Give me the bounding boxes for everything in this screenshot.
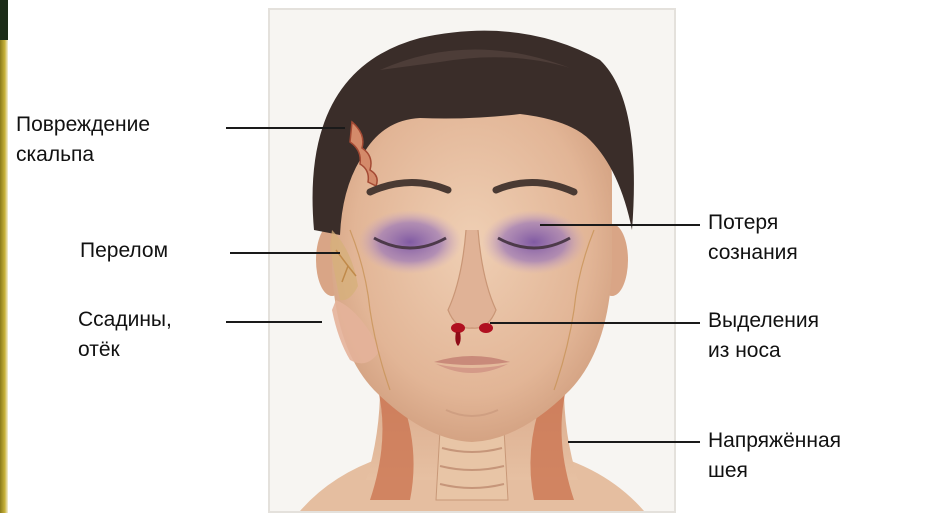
label-abrasions-swelling: Ссадины, отёк	[78, 305, 172, 365]
label-abrasions-line-2: отёк	[78, 335, 172, 365]
label-stiff-neck: Напряжённая шея	[708, 426, 841, 486]
label-scalp-injury-line-1: Повреждение	[16, 110, 150, 140]
label-fracture: Перелом	[80, 236, 168, 266]
label-loss-of-consciousness: Потеря сознания	[708, 208, 798, 268]
label-consciousness-line-2: сознания	[708, 238, 798, 268]
blood-left	[451, 323, 465, 333]
label-fracture-line-1: Перелом	[80, 236, 168, 266]
head-illustration	[270, 10, 674, 511]
label-consciousness-line-1: Потеря	[708, 208, 798, 238]
label-nasal-line-1: Выделения	[708, 306, 819, 336]
left-edge-dark-block	[0, 0, 8, 40]
head-illustration-frame	[268, 8, 676, 513]
label-scalp-injury-line-2: скальпа	[16, 140, 150, 170]
label-nasal-discharge: Выделения из носа	[708, 306, 819, 366]
label-abrasions-line-1: Ссадины,	[78, 305, 172, 335]
blood-right	[479, 323, 493, 333]
left-edge-strip	[0, 0, 8, 513]
label-scalp-injury: Повреждение скальпа	[16, 110, 150, 170]
label-neck-line-2: шея	[708, 456, 841, 486]
label-neck-line-1: Напряжённая	[708, 426, 841, 456]
label-nasal-line-2: из носа	[708, 336, 819, 366]
bruise-left	[358, 210, 462, 274]
bruise-right	[482, 210, 586, 274]
